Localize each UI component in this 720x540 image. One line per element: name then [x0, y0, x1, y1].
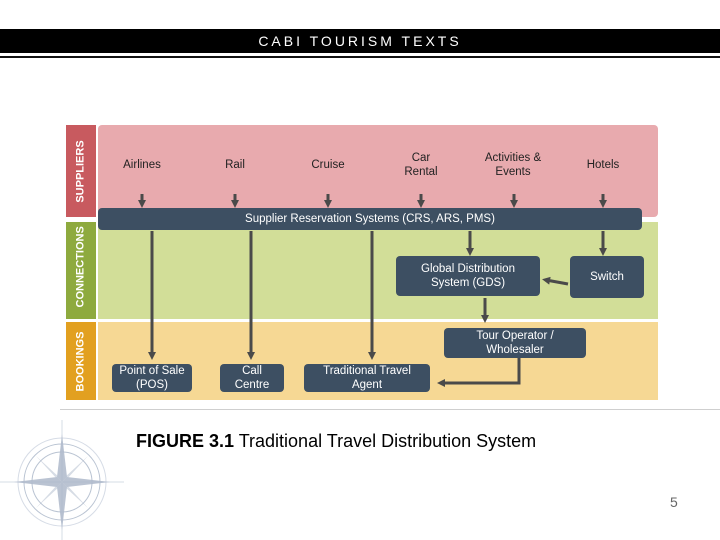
figure-label: FIGURE 3.1	[136, 431, 235, 451]
tour-operator-label: Tour Operator / Wholesaler	[476, 330, 554, 356]
supplier-airlines-label: Airlines	[123, 159, 161, 171]
travel-agent-label: Traditional Travel Agent	[323, 365, 411, 391]
supplier-car-rental-label: Car Rental	[404, 152, 438, 178]
header-bar	[0, 29, 720, 53]
arrow-tour-agent	[437, 357, 521, 387]
bottom-rule	[60, 409, 720, 410]
header-title: CABI TOURISM TEXTS	[258, 33, 462, 49]
page-number: 5	[670, 494, 678, 510]
supplier-activities-label: Activities & Events	[484, 152, 542, 178]
supplier-cruise-label: Cruise	[311, 159, 345, 171]
supplier-hotels: Hotels	[572, 137, 634, 193]
header-rule	[0, 56, 720, 58]
tour-operator-box: Tour Operator / Wholesaler	[444, 328, 586, 358]
reservation-systems-bar: Supplier Reservation Systems (CRS, ARS, …	[98, 208, 642, 230]
supplier-cruise: Cruise	[297, 137, 359, 193]
bookings-side-label: BOOKINGS	[66, 322, 96, 400]
call-centre-box: Call Centre	[220, 364, 284, 392]
pos-label: Point of Sale (POS)	[119, 365, 185, 391]
switch-label: Switch	[590, 271, 624, 283]
supplier-rail-label: Rail	[225, 159, 245, 171]
suppliers-band	[98, 125, 658, 217]
call-centre-label: Call Centre	[234, 365, 270, 391]
supplier-activities: Activities & Events	[478, 137, 548, 193]
figure-caption: FIGURE 3.1 Traditional Travel Distributi…	[136, 431, 536, 452]
compass-rose-icon	[0, 420, 124, 540]
connections-side-label: CONNECTIONS	[66, 222, 96, 319]
gds-box: Global Distribution System (GDS)	[396, 256, 540, 296]
switch-box: Switch	[570, 256, 644, 298]
travel-agent-box: Traditional Travel Agent	[304, 364, 430, 392]
arrow-switch-gds	[542, 276, 569, 286]
gds-label: Global Distribution System (GDS)	[421, 263, 515, 289]
supplier-hotels-label: Hotels	[586, 159, 620, 171]
supplier-airlines: Airlines	[110, 137, 174, 193]
supplier-rail: Rail	[205, 137, 265, 193]
suppliers-side-label: SUPPLIERS	[66, 125, 96, 217]
reservation-systems-label: Supplier Reservation Systems (CRS, ARS, …	[245, 213, 495, 225]
connections-band	[98, 222, 658, 319]
supplier-car-rental: Car Rental	[390, 137, 452, 193]
figure-text: Traditional Travel Distribution System	[234, 431, 537, 451]
pos-box: Point of Sale (POS)	[112, 364, 192, 392]
